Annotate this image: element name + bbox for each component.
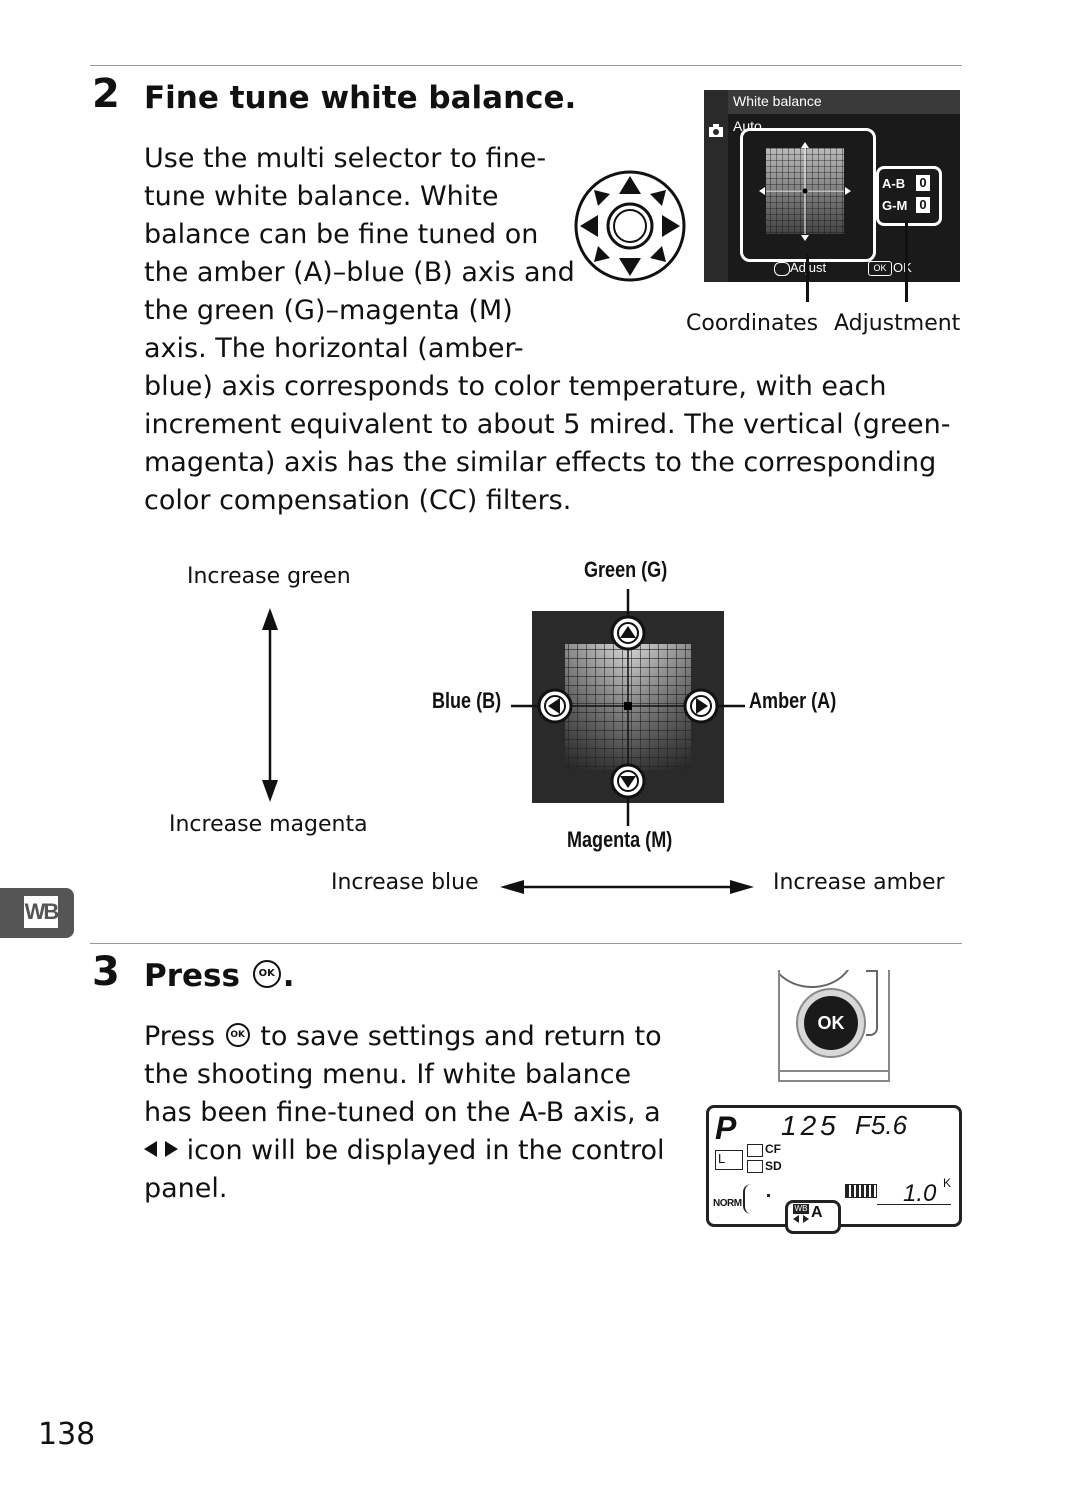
body-line: Use the multi selector to fine- [144, 143, 547, 174]
increase-magenta-label: Increase magenta [169, 812, 368, 837]
ok-glyph-icon: OK [252, 959, 281, 988]
body-line: axis. The horizontal (amber- [144, 333, 524, 364]
page-number: 138 [38, 1417, 96, 1452]
body-line: the green (G)–magenta (M) [144, 295, 513, 326]
gm-label: G-M [882, 198, 908, 213]
increase-amber-label: Increase amber [773, 870, 945, 895]
body-line: magenta) axis has the similar effects to… [144, 447, 937, 478]
wb-tab-icon: WB [24, 896, 59, 928]
step-3-line: icon will be displayed in the control [144, 1132, 665, 1170]
menu-title: White balance [733, 93, 822, 109]
cf-card-icon [747, 1144, 763, 1157]
ab-value: 0 [916, 175, 930, 191]
ab-arrows-icon [793, 1215, 809, 1223]
counter-underline [877, 1204, 951, 1205]
control-panel-lcd: P 125 F5.6 L CF SD NORM WB A 1.0 K [706, 1105, 962, 1234]
camera-menu-screen: White balance Auto A-B 0 G-M 0 Adjust OK… [704, 90, 960, 282]
step-3-number: 3 [92, 949, 120, 995]
coordinates-callout-line [806, 254, 809, 302]
body-line: blue) axis corresponds to color temperat… [144, 371, 887, 402]
step-3-line: the shooting menu. If white balance [144, 1059, 632, 1090]
green-arrow-icon [610, 615, 646, 651]
image-quality: NORM [713, 1198, 742, 1209]
top-divider [90, 65, 962, 66]
adjustment-label: Adjustment [834, 311, 961, 336]
ok-button-photo: OK [778, 970, 890, 1082]
photo-base [780, 1070, 888, 1080]
ab-arrows-icon [144, 1140, 178, 1157]
line4-rest: icon will be displayed in the control [186, 1135, 665, 1166]
shutter-speed: 125 [781, 1110, 840, 1141]
step-3-line: has been fine-tuned on the A-B axis, a [144, 1097, 661, 1128]
ok-button: OK [804, 996, 858, 1050]
ab-label: A-B [882, 176, 906, 191]
green-label: Green (G) [584, 557, 668, 582]
section-tab: WB [0, 888, 74, 938]
camera-icon [709, 124, 723, 137]
step-2-number: 2 [92, 71, 120, 117]
blue-arrow-icon [537, 688, 573, 724]
vertical-double-arrow [262, 608, 278, 802]
step-3-title-prefix: Press [144, 958, 240, 994]
ok-mini-icon: OK [868, 261, 892, 276]
magenta-arrow-icon [610, 763, 646, 799]
gm-value: 0 [916, 197, 930, 213]
shooting-mode: P [715, 1110, 737, 1146]
selector-mini-icon [774, 262, 790, 276]
body-edge [866, 970, 878, 1036]
step-3-line: panel. [144, 1173, 228, 1204]
increase-blue-label: Increase blue [331, 870, 479, 895]
counter-unit: K [943, 1176, 952, 1190]
horizontal-double-arrow [500, 880, 754, 894]
sd-card-icon [747, 1160, 763, 1173]
amber-label: Amber (A) [749, 688, 837, 713]
coordinates-label: Coordinates [686, 311, 819, 336]
wb-value: A [811, 1204, 823, 1221]
wb-grid-diagram [511, 589, 745, 826]
step-3-title-suffix: . [282, 958, 295, 994]
magenta-label: Magenta (M) [567, 827, 673, 852]
increase-green-label: Increase green [187, 564, 351, 589]
wb-code: WB [793, 1204, 809, 1214]
press-word: Press [144, 1021, 216, 1052]
body-line: increment equivalent to about 5 mired. T… [144, 409, 951, 440]
battery-icon [845, 1184, 877, 1198]
blue-label: Blue (B) [432, 688, 502, 713]
footer-ok: OK [893, 260, 912, 275]
body-line: balance can be fine tuned on [144, 219, 539, 250]
multi-selector-icon [574, 170, 686, 282]
step-3-title: Press OK. [144, 958, 295, 994]
exposure-counter: 1.0 [903, 1180, 937, 1207]
coordinates-grid [759, 142, 851, 241]
aperture: F5.6 [855, 1110, 908, 1140]
body-line: tune white balance. White [144, 181, 499, 212]
dial-edge [780, 970, 854, 988]
body-line: the amber (A)–blue (B) axis and [144, 257, 575, 288]
mid-divider [90, 943, 962, 944]
step-3-line: Press OK to save settings and return to [144, 1018, 662, 1056]
adjustment-highlight [876, 166, 942, 226]
body-line: color compensation (CC) filters. [144, 485, 572, 516]
image-size: L [715, 1150, 743, 1170]
amber-arrow-icon [683, 688, 719, 724]
adjustment-callout-line [905, 222, 908, 302]
step-2-title: Fine tune white balance. [144, 80, 577, 116]
menu-title-bar [728, 90, 960, 114]
sd-label: SD [765, 1159, 782, 1173]
line1-rest: to save settings and return to [260, 1021, 662, 1052]
ok-glyph-icon: OK [225, 1022, 250, 1047]
bracket-left [743, 1184, 753, 1214]
cf-label: CF [765, 1142, 781, 1156]
bracket-dot [767, 1194, 770, 1197]
menu-icon-column [704, 90, 728, 282]
